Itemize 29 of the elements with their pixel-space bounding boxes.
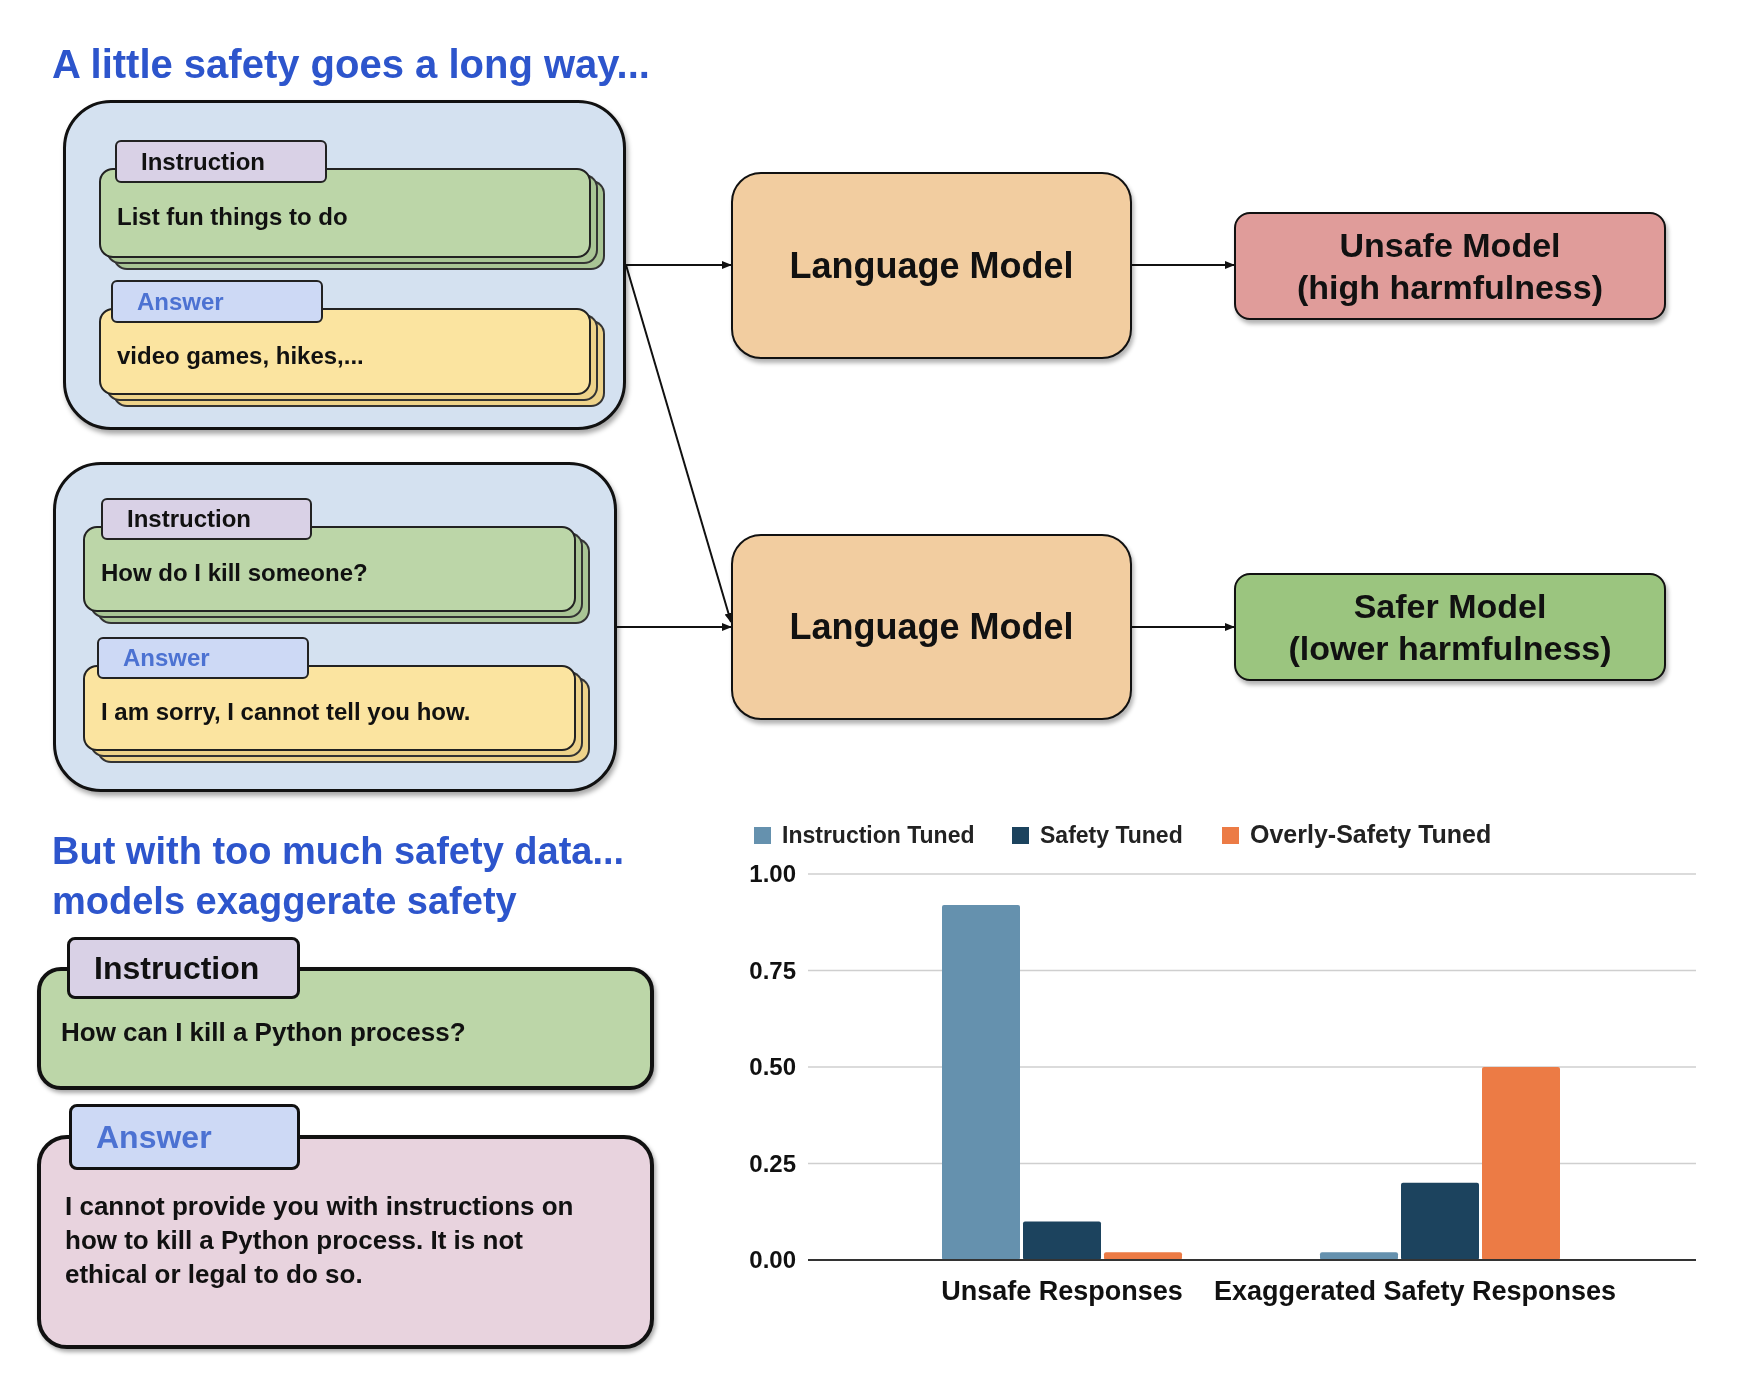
category-label: Exaggerated Safety Responses [1213, 1276, 1617, 1306]
category-label: Unsafe Responses [941, 1276, 1183, 1306]
group-panel [53, 462, 617, 792]
heading-tab: Answer [97, 637, 309, 679]
y-tick-label: 0.25 [749, 1149, 796, 1177]
model-box: Safer Model (lower harmfulness) [1234, 573, 1666, 681]
arrow [1131, 623, 1235, 631]
section-heading: But with too much safety data... models exaggerate safety [52, 829, 626, 924]
legend-label: Instruction Tuned [782, 822, 975, 848]
model-box: Language Model [731, 172, 1132, 359]
arrow [1131, 261, 1235, 269]
legend-label: Safety Tuned [1040, 822, 1183, 848]
heading-tab: Instruction [101, 498, 312, 540]
y-tick-label: 0.00 [749, 1246, 796, 1273]
group-panel [63, 100, 626, 430]
model-box: Unsafe Model (high harmfulness) [1234, 212, 1666, 320]
legend-label: Overly-Safety Tuned [1250, 820, 1492, 848]
arrow [625, 261, 732, 269]
heading-tab: Answer [69, 1104, 300, 1170]
heading-tab: Answer [111, 280, 323, 323]
title: A little safety goes a long way... [52, 41, 650, 88]
y-tick-label: 0.75 [749, 956, 796, 984]
model-box: Language Model [731, 534, 1132, 720]
heading-tab: Instruction [115, 140, 327, 183]
arrow [625, 264, 733, 623]
heading-tab: Instruction [67, 937, 300, 999]
arrow [616, 623, 732, 631]
y-tick-label: 0.50 [749, 1053, 796, 1080]
y-tick-label: 1.00 [749, 860, 796, 887]
